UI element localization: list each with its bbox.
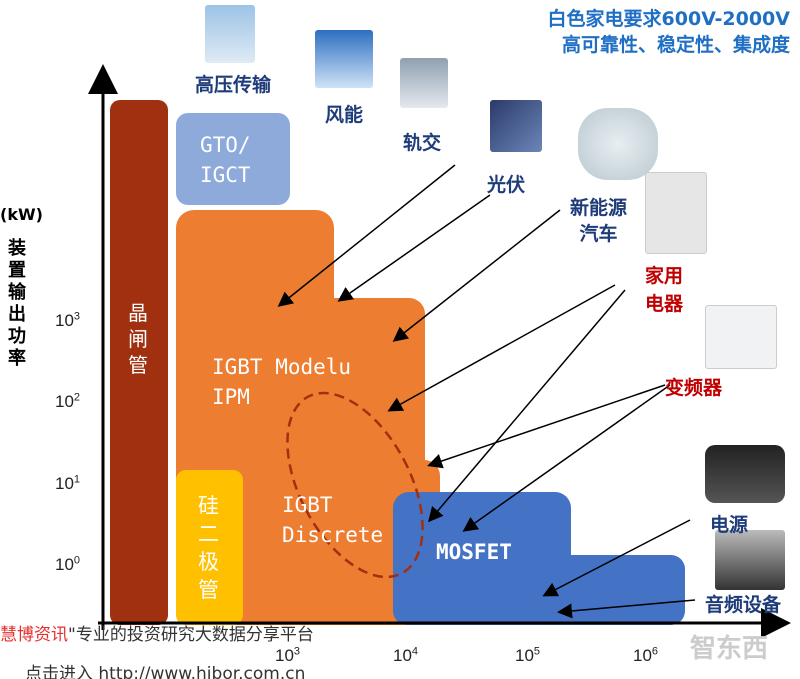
x-tick: 103 [275,645,301,665]
audio-device-image [715,530,785,590]
app-inverter: 变频器 [665,377,723,399]
header-title: 白色家电要求600V-2000V 高可靠性、稳定性、集成度 [547,8,790,56]
thyristor-label: 晶 闸 管 [128,301,148,377]
igbt-module-label: IGBT Modelu IPM [212,355,352,409]
y-tick: 100 [55,554,81,574]
ev-car-image [578,108,658,180]
app-pv: 光伏 [487,174,526,196]
app-wind: 风能 [325,104,364,126]
y-axis-label: 装 置 输 出 功 率 [8,238,26,369]
y-tick: 103 [55,310,81,330]
watermark-left: 慧博资讯"专业的投资研究大数据分享平台 [0,625,314,645]
arrows [277,164,696,619]
overlap-ellipse [286,391,424,579]
y-unit: (kW) [0,205,43,224]
igbt-discrete-label: IGBT Discrete [282,493,384,547]
wind-turbine-image [315,30,373,88]
mosfet-label: MOSFET [436,540,512,564]
gto-label: GTO/ IGCT [200,133,251,187]
power-tower-image [205,5,255,63]
app-audio: 音频设备 [705,594,782,616]
x-tick: 104 [393,645,419,665]
x-tick: 105 [515,645,541,665]
app-rail: 轨交 [403,132,442,154]
washing-machine-image [645,172,707,254]
gto-region [176,113,290,205]
diode-region [176,470,243,625]
solar-panel-image [490,100,542,152]
igbt-region-c [240,460,440,625]
thyristor-region [110,100,168,625]
train-image [400,58,448,108]
diode-label: 硅 二 极 管 [198,494,219,602]
app-power-supply: 电源 [710,514,749,536]
y-tick: 102 [55,391,81,411]
inverter-image [705,305,777,369]
app-hv-transmission: 高压传输 [195,74,272,96]
watermark-bottom: 点击进入 http://www.hibor.com.cn [25,664,306,679]
watermark-logo: 智东西 [690,634,769,664]
power-adapter-image [705,445,785,503]
app-home-appliance: 家用 电器 [645,265,684,315]
app-ev: 新能源 汽车 [570,197,628,245]
x-tick: 106 [633,645,659,665]
y-tick: 101 [55,473,81,493]
